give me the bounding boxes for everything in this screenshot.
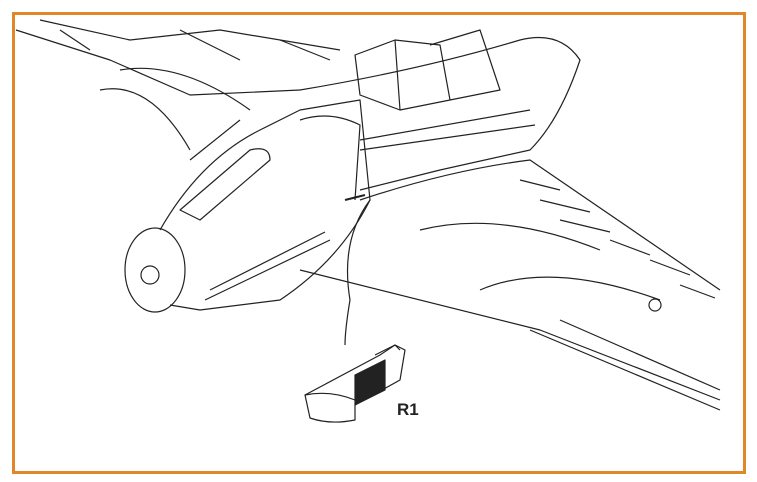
figure-frame: [12, 12, 746, 474]
leader-line: [344, 199, 371, 346]
arrow-icon: [344, 194, 366, 201]
radiator-part: [304, 344, 406, 423]
wing-left: [15, 19, 341, 161]
fuselage: [299, 29, 581, 191]
callout-label-r1: R1: [397, 400, 419, 419]
canopy: [354, 39, 451, 111]
wing-right: [299, 159, 721, 411]
engine-nose: [124, 99, 371, 313]
